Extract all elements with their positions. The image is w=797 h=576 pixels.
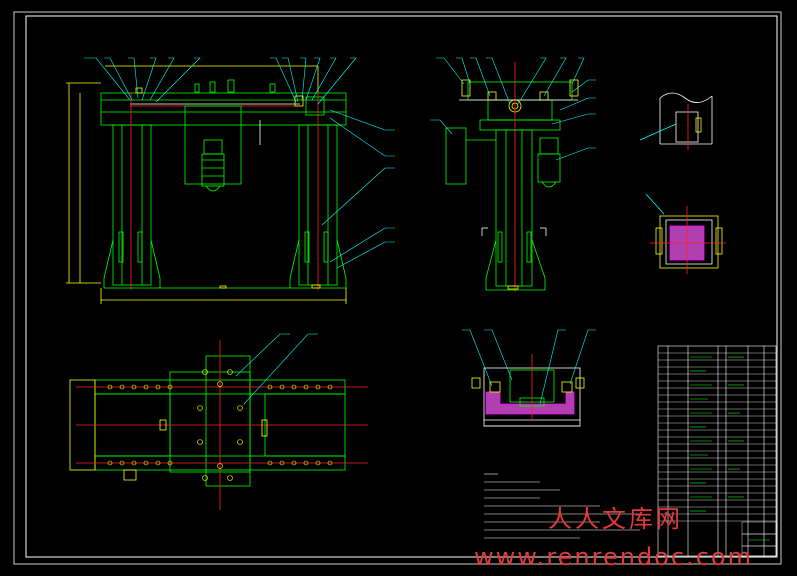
section-view-leaders [462,329,596,405]
drawing-border-inner [25,15,778,558]
watermark-chinese-text: 人人文库网 [548,505,683,533]
title-block-rows [658,352,777,557]
watermark-url-text: www.renrendoc.com [474,543,753,571]
side-top-beam [467,81,573,101]
side-view-leaders [430,57,596,161]
top-view [69,340,368,510]
front-carriage [184,105,242,185]
title-block-entries [690,356,770,541]
technical-notes [484,473,640,539]
front-view [66,65,347,304]
front-top-beam [100,92,347,126]
side-column [495,129,533,287]
section-view [471,354,585,427]
top-view-holes [107,369,333,481]
front-view-leaders [84,57,395,269]
top-view-leaders [235,333,318,405]
detail-view-section [645,193,726,274]
drawing-border-outer [13,11,782,565]
detail-view-upper [639,92,713,150]
front-left-column [112,124,152,286]
side-view [445,62,579,292]
